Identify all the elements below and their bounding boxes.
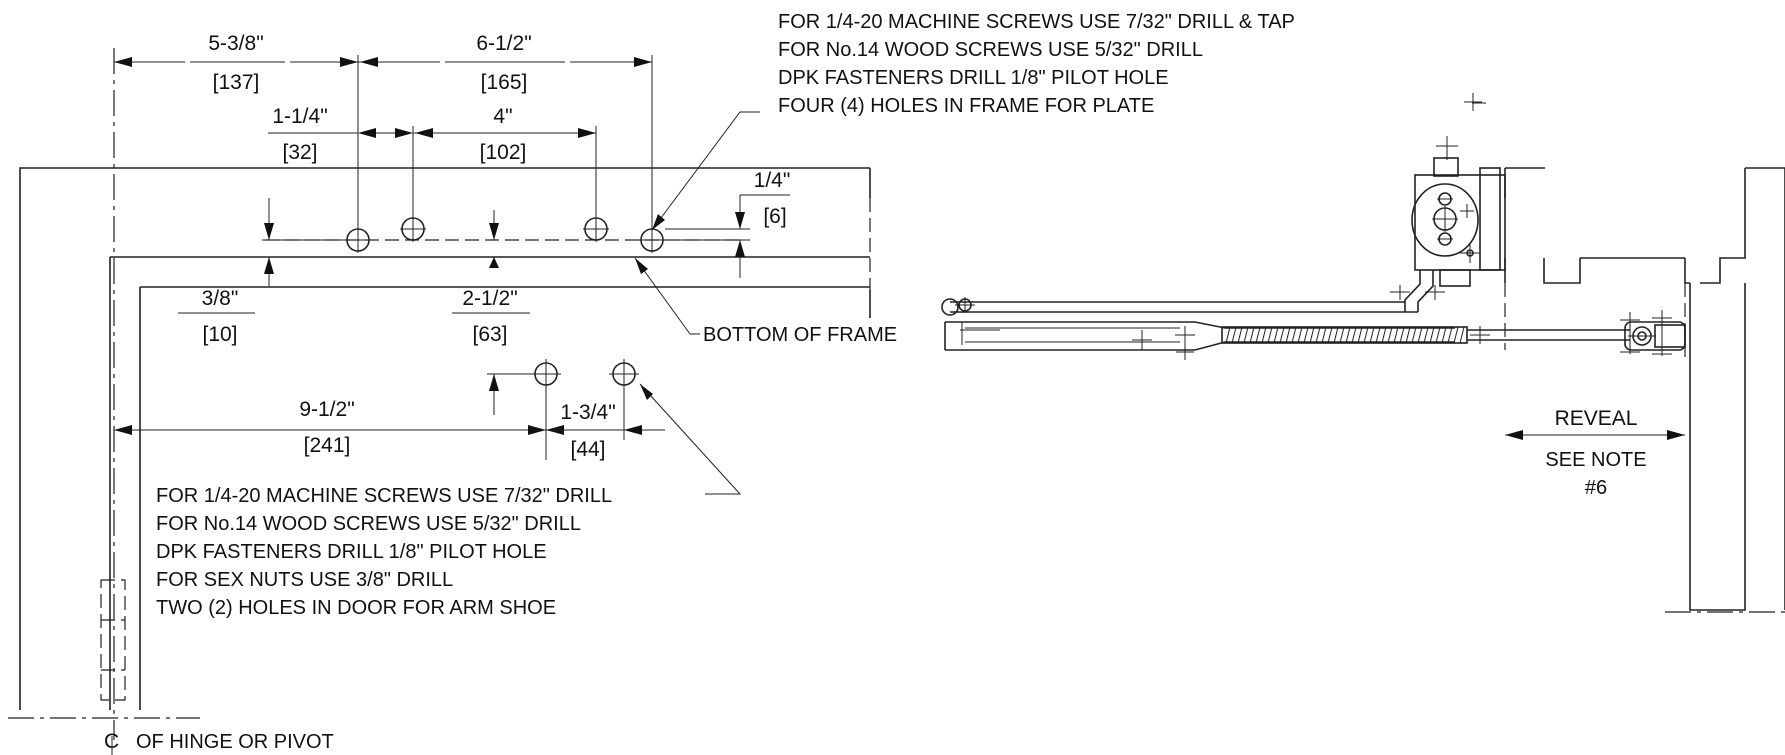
door-hole-vertical-marker <box>487 373 532 415</box>
dim-1-1-4: 1-1/4" [32] <box>268 105 414 216</box>
frame-drill-note: FOR 1/4-20 MACHINE SCREWS USE 7/32" DRIL… <box>778 11 1295 117</box>
reveal-label: REVEAL <box>1555 407 1638 430</box>
dim-6-1-2-mm: [165] <box>481 71 528 94</box>
dim-9-1-2-frac: 9-1/2" <box>299 398 354 421</box>
dim-1-3-4-frac: 1-3/4" <box>560 401 615 424</box>
see-note-label: SEE NOTE <box>1545 449 1646 471</box>
frame-note-line-1: FOR 1/4-20 MACHINE SCREWS USE 7/32" DRIL… <box>778 11 1295 33</box>
dim-4-frac: 4" <box>493 105 512 128</box>
dim-1-4: 1/4" [6] <box>665 169 790 278</box>
frame-hole-3 <box>583 216 609 242</box>
dim-3-8-mm: [10] <box>202 323 237 346</box>
dim-9-1-2-mm: [241] <box>304 434 351 457</box>
door-note-line-3: DPK FASTENERS DRILL 1/8" PILOT HOLE <box>156 541 547 563</box>
dim-1-3-4-mm: [44] <box>570 438 605 461</box>
door-note-leader <box>639 383 742 495</box>
centerline-label: C OF HINGE OR PIVOT <box>104 730 334 755</box>
note-number-label: #6 <box>1585 477 1607 499</box>
dim-6-1-2: 6-1/2" [165] <box>358 32 653 228</box>
dim-3-8: 3/8" [10] <box>178 198 346 346</box>
dim-5-3-8: 5-3/8" [137] <box>114 32 359 228</box>
dim-2-1-2-mm: [63] <box>472 323 507 346</box>
dim-3-8-frac: 3/8" <box>202 287 239 310</box>
dim-1-3-4: 1-3/4" [44] <box>546 385 665 461</box>
dim-1-4-mm: [6] <box>763 205 786 228</box>
dim-1-4-frac: 1/4" <box>754 169 791 192</box>
frame-note-line-2: FOR No.14 WOOD SCREWS USE 5/32" DRILL <box>778 39 1203 61</box>
frame-note-line-4: FOUR (4) HOLES IN FRAME FOR PLATE <box>778 95 1154 117</box>
frame-note-line-3: DPK FASTENERS DRILL 1/8" PILOT HOLE <box>778 67 1169 89</box>
door-note-line-4: FOR SEX NUTS USE 3/8" DRILL <box>156 569 453 591</box>
dim-2-1-2-frac: 2-1/2" <box>462 287 517 310</box>
dim-4-mm: [102] <box>480 141 527 164</box>
door-drill-note: FOR 1/4-20 MACHINE SCREWS USE 7/32" DRIL… <box>156 485 612 619</box>
dim-4: 4" [102] <box>413 105 597 216</box>
centerline-text: OF HINGE OR PIVOT <box>136 731 334 753</box>
bottom-of-frame-leader <box>634 257 700 335</box>
frame-hole-4 <box>639 227 665 253</box>
door-note-line-1: FOR 1/4-20 MACHINE SCREWS USE 7/32" DRIL… <box>156 485 612 507</box>
door-hole-2 <box>609 359 639 389</box>
bottom-of-frame-label: BOTTOM OF FRAME <box>703 324 897 346</box>
dim-5-3-8-mm: [137] <box>213 71 260 94</box>
threaded-rod-hatch <box>1225 326 1465 344</box>
frame-note-leader <box>651 111 760 231</box>
dim-9-1-2: 9-1/2" [241] <box>114 385 547 460</box>
frame-hole-1 <box>345 227 371 253</box>
dim-1-1-4-frac: 1-1/4" <box>272 105 327 128</box>
door-note-line-2: FOR No.14 WOOD SCREWS USE 5/32" DRILL <box>156 513 581 535</box>
closer-assembly <box>941 93 1785 613</box>
hinge-centerline <box>100 48 126 740</box>
dim-6-1-2-frac: 6-1/2" <box>476 32 531 55</box>
door-hole-1 <box>531 359 561 389</box>
dim-2-1-2: 2-1/2" [63] <box>452 210 530 346</box>
frame-hole-2 <box>400 216 426 242</box>
dim-5-3-8-frac: 5-3/8" <box>208 32 263 55</box>
door-note-line-5: TWO (2) HOLES IN DOOR FOR ARM SHOE <box>156 597 556 619</box>
reveal-dimension: REVEAL SEE NOTE #6 <box>1505 407 1685 499</box>
dim-1-1-4-mm: [32] <box>282 141 317 164</box>
